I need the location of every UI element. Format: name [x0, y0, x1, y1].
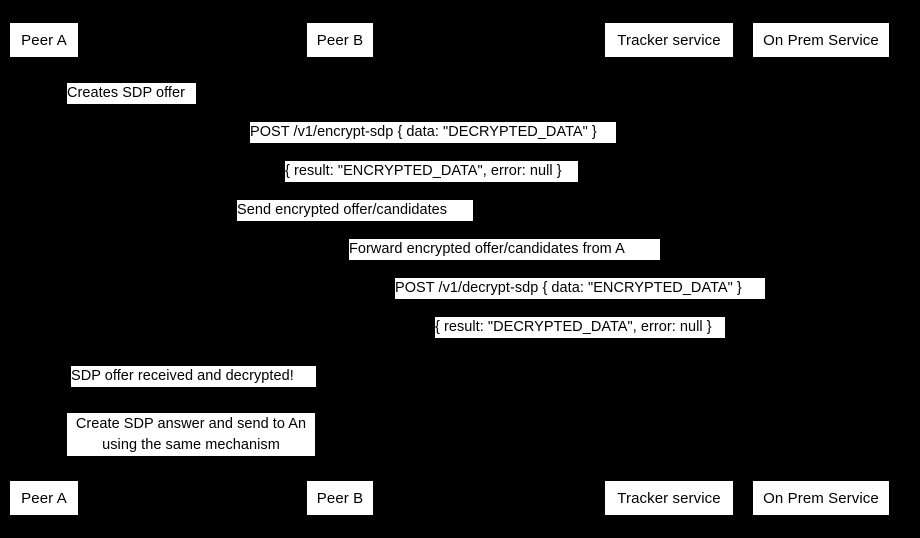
message-label-forward-encrypted-offer[interactable]: Forward encrypted offer/candidates from … [349, 239, 660, 260]
participant-header-tracker-service[interactable]: Tracker service [605, 23, 733, 57]
message-text: SDP offer received and decrypted! [71, 368, 294, 384]
participant-footer-on-prem-service[interactable]: On Prem Service [753, 481, 889, 515]
participant-label: Peer A [21, 489, 67, 507]
message-arrow-post-encrypt-sdp [44, 145, 821, 146]
message-text: Creates SDP offer [67, 85, 185, 101]
message-label-create-sdp-answer[interactable]: Create SDP answer and send to An using t… [67, 413, 315, 456]
lifeline-peer-a [44, 57, 45, 481]
message-text: { result: "DECRYPTED_DATA", error: null … [435, 319, 712, 335]
message-arrow-create-sdp-answer [44, 457, 84, 458]
participant-footer-peer-a[interactable]: Peer A [10, 481, 78, 515]
message-label-sdp-offer-received[interactable]: SDP offer received and decrypted! [71, 366, 316, 387]
message-arrow-creates-sdp-offer [44, 105, 84, 106]
message-text: POST /v1/decrypt-sdp { data: "ENCRYPTED_… [395, 280, 742, 296]
participant-header-peer-b[interactable]: Peer B [307, 23, 373, 57]
participant-label: Tracker service [617, 489, 721, 507]
message-arrow-sdp-offer-received [44, 388, 340, 389]
lifeline-peer-b [340, 57, 341, 481]
message-label-post-decrypt-sdp[interactable]: POST /v1/decrypt-sdp { data: "ENCRYPTED_… [395, 278, 765, 299]
participant-label: Tracker service [617, 31, 721, 49]
message-arrow-decrypt-sdp-result [340, 340, 821, 341]
participant-header-on-prem-service[interactable]: On Prem Service [753, 23, 889, 57]
message-label-decrypt-sdp-result[interactable]: { result: "DECRYPTED_DATA", error: null … [435, 317, 725, 338]
message-arrow-post-decrypt-sdp [340, 301, 821, 302]
participant-label: Peer A [21, 31, 67, 49]
message-arrow-send-encrypted-offer [44, 223, 669, 224]
message-text: { result: "ENCRYPTED_DATA", error: null … [285, 163, 562, 179]
lifeline-tracker-service [669, 57, 670, 481]
participant-header-peer-a[interactable]: Peer A [10, 23, 78, 57]
message-arrow-forward-encrypted-offer [340, 262, 669, 263]
participant-footer-tracker-service[interactable]: Tracker service [605, 481, 733, 515]
message-text: Send encrypted offer/candidates [237, 202, 448, 218]
message-label-creates-sdp-offer[interactable]: Creates SDP offer [67, 83, 196, 104]
message-label-encrypt-sdp-result[interactable]: { result: "ENCRYPTED_DATA", error: null … [285, 161, 578, 182]
participant-footer-peer-b[interactable]: Peer B [307, 481, 373, 515]
participant-label: On Prem Service [763, 489, 879, 507]
participant-label: Peer B [316, 489, 364, 507]
lifeline-on-prem-service [821, 57, 822, 481]
participant-label: Peer B [316, 31, 364, 49]
participant-label: On Prem Service [763, 31, 879, 49]
message-text: Create SDP answer and send to An using t… [75, 416, 307, 453]
message-label-post-encrypt-sdp[interactable]: POST /v1/encrypt-sdp { data: "DECRYPTED_… [250, 122, 616, 143]
message-label-send-encrypted-offer[interactable]: Send encrypted offer/candidates [237, 200, 473, 221]
message-text: Forward encrypted offer/candidates from … [349, 241, 625, 257]
message-arrow-encrypt-sdp-result [44, 184, 821, 185]
message-text: POST /v1/encrypt-sdp { data: "DECRYPTED_… [250, 124, 597, 140]
